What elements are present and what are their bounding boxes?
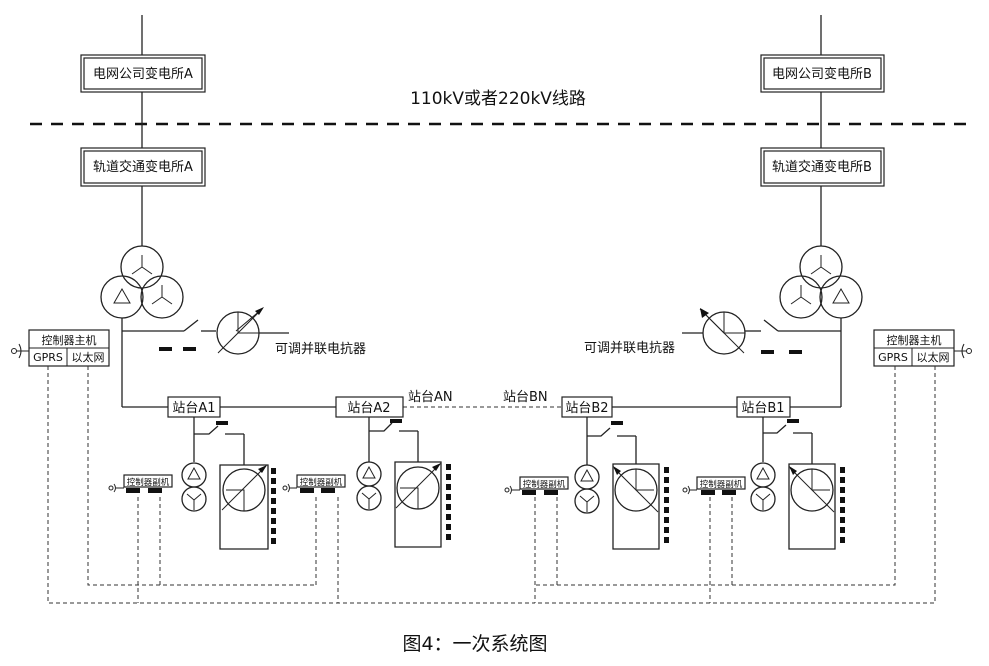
grid-substation-a: 电网公司变电所A (80, 54, 206, 93)
rail-substation-b-label: 轨道交通变电所B (772, 159, 872, 175)
controller-main-b-label: 控制器主机 (887, 333, 942, 347)
antenna-icon-b1 (682, 485, 690, 495)
controller-main-a-label: 控制器主机 (42, 333, 97, 347)
controller-main-b: 控制器主机 GPRS 以太网 (873, 329, 972, 367)
station-b2-label: 站台B2 (565, 401, 608, 416)
station-branch-b2 (574, 417, 669, 550)
station-b1-label: 站台B1 (741, 401, 784, 416)
station-bn-label: 站台BN (503, 390, 548, 405)
rail-substation-a: 轨道交通变电所A (80, 147, 206, 187)
transformer-a (100, 245, 184, 319)
antenna-icon-b (954, 343, 972, 359)
controller-sub-b1: 控制器副机 (682, 476, 746, 495)
station-a1-label: 站台A1 (172, 401, 215, 416)
antenna-icon-a (11, 343, 29, 359)
controller-sub-b2-label: 控制器副机 (523, 479, 566, 490)
comm-lines (47, 366, 936, 604)
antenna-icon-a1 (108, 483, 116, 493)
battery-stack-b1 (840, 467, 845, 543)
station-b1: 站台B1 (736, 396, 791, 418)
grid-substation-a-label: 电网公司变电所A (93, 66, 193, 82)
station-a2: 站台A2 (335, 396, 404, 418)
battery-stack-b2 (664, 467, 669, 543)
line-voltage-label: 110kV或者220kV线路 (410, 89, 586, 109)
controller-main-a-gprs: GPRS (33, 351, 63, 364)
rail-substation-b: 轨道交通变电所B (760, 147, 885, 187)
reactor-b (682, 308, 746, 355)
controller-main-b-ethernet: 以太网 (917, 351, 950, 364)
transformer-b (779, 245, 863, 319)
controller-sub-b1-label: 控制器副机 (700, 479, 743, 490)
controller-sub-b2: 控制器副机 (504, 476, 569, 495)
controller-main-a: 控制器主机 GPRS 以太网 (11, 329, 110, 367)
rail-substation-a-label: 轨道交通变电所A (93, 159, 193, 175)
reactor-a (216, 307, 289, 355)
station-an-label: 站台AN (408, 390, 453, 405)
reactor-a-label: 可调并联电抗器 (275, 342, 366, 357)
station-branch-b1 (750, 417, 845, 550)
battery-stack-a1 (271, 468, 276, 544)
controller-sub-a2-label: 控制器副机 (300, 477, 343, 488)
station-a1: 站台A1 (167, 396, 221, 418)
controller-sub-a1-label: 控制器副机 (127, 477, 170, 488)
figure-caption: 图4：一次系统图 (402, 633, 547, 655)
controller-sub-a2: 控制器副机 (282, 474, 346, 493)
controller-main-b-gprs: GPRS (878, 351, 908, 364)
controller-main-a-ethernet: 以太网 (72, 351, 105, 364)
antenna-icon-b2 (504, 485, 512, 495)
station-a2-label: 站台A2 (347, 401, 390, 416)
station-b2: 站台B2 (561, 396, 613, 418)
controller-sub-a1: 控制器副机 (108, 474, 173, 493)
grid-substation-b: 电网公司变电所B (760, 54, 885, 93)
antenna-icon-a2 (282, 483, 290, 493)
battery-stack-a2 (446, 464, 451, 540)
reactor-b-label: 可调并联电抗器 (584, 341, 675, 356)
grid-substation-b-label: 电网公司变电所B (772, 66, 872, 82)
station-branch-a1 (181, 417, 276, 550)
station-branch-a2 (356, 417, 451, 548)
